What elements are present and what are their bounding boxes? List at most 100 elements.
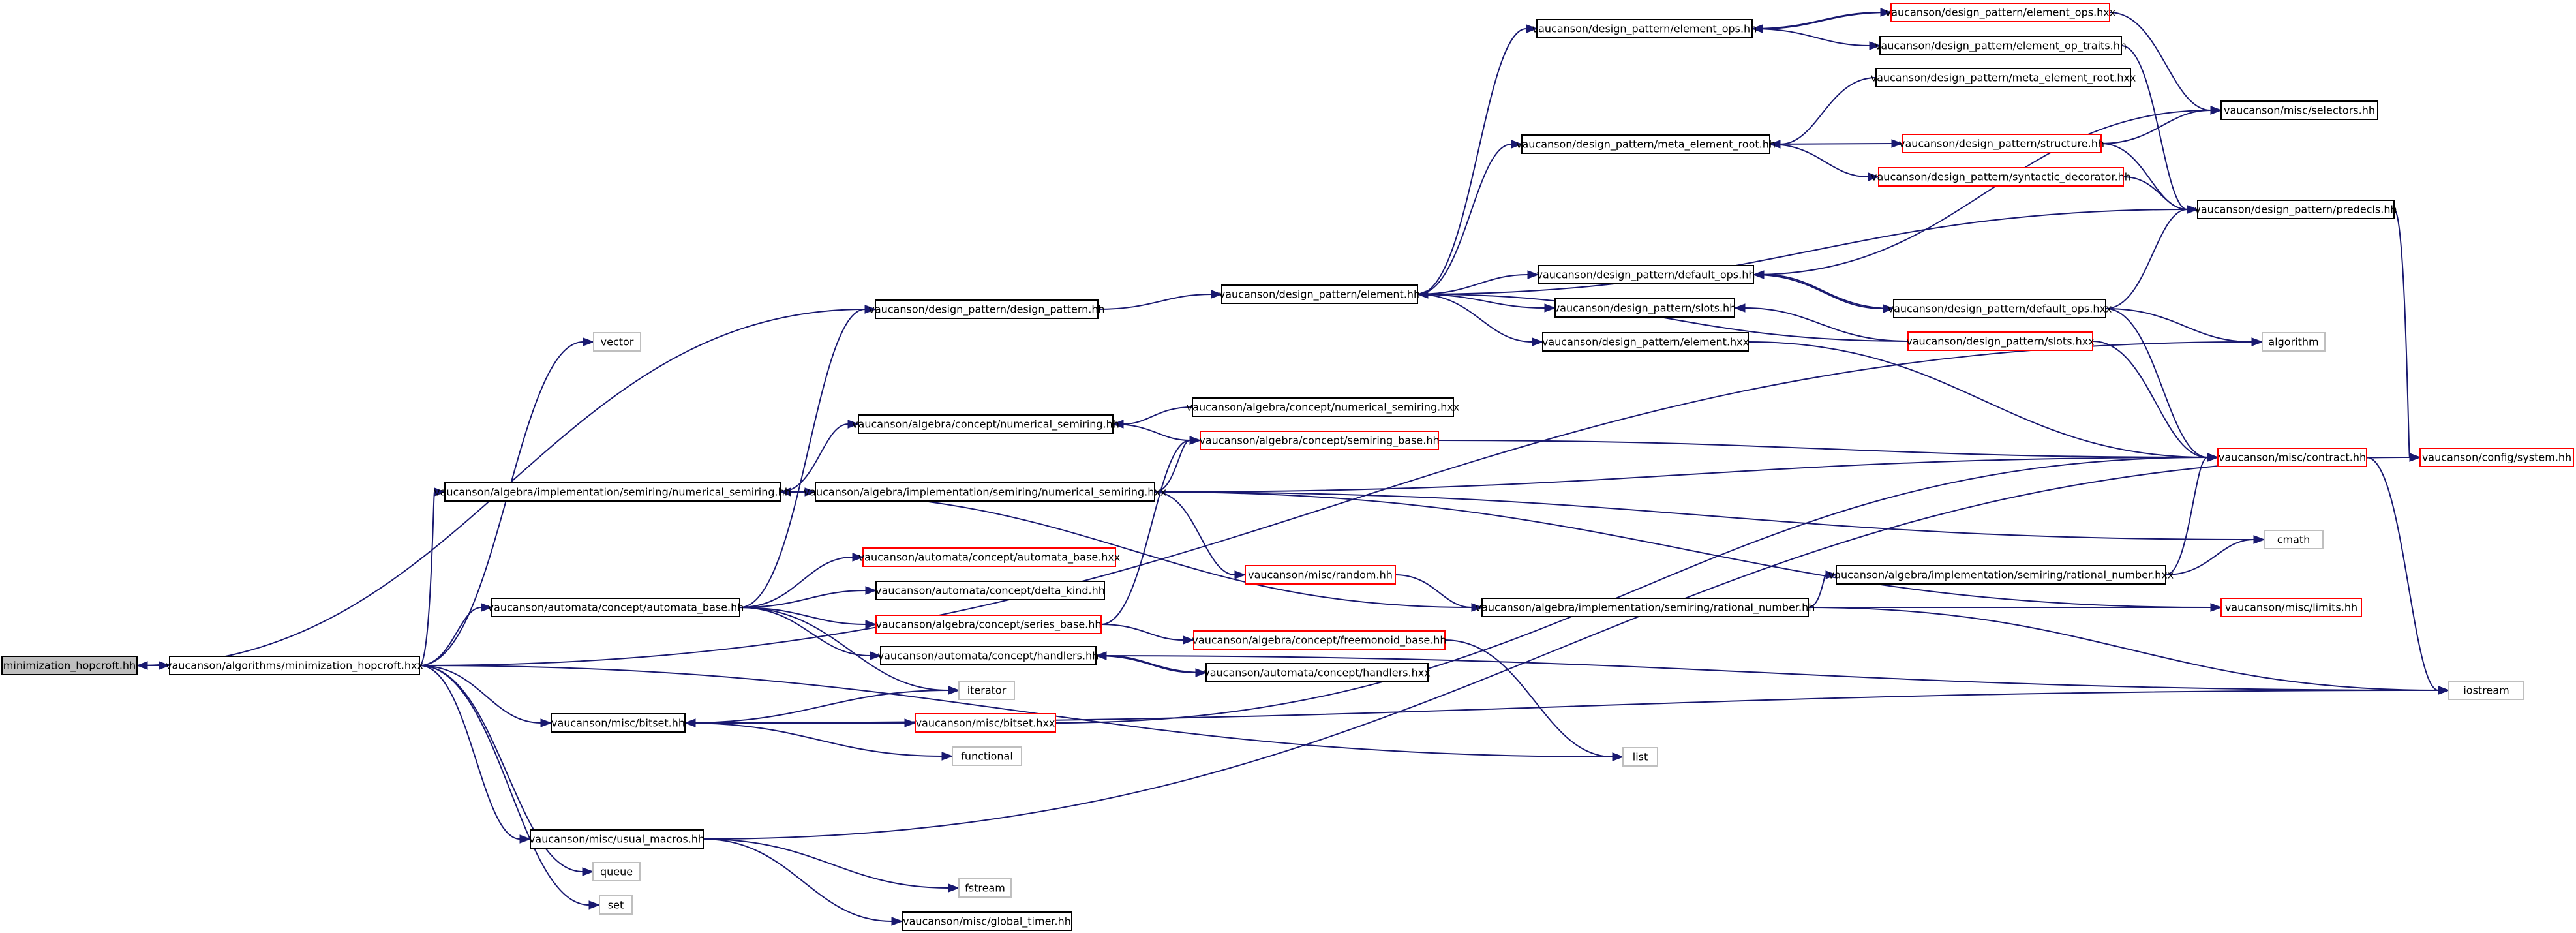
graph-node-dp-el[interactable]: vaucanson/design_pattern/element.hh — [1219, 284, 1420, 304]
graph-node-dp-dops-hxx[interactable]: vaucanson/design_pattern/default_ops.hxx — [1888, 299, 2112, 318]
graph-edge-arrowhead — [519, 834, 532, 844]
graph-node-alg-serb[interactable]: vaucanson/algebra/concept/series_base.hh — [875, 615, 1102, 634]
graph-node-misc-gt[interactable]: vaucanson/misc/global_timer.hh — [902, 911, 1072, 931]
graph-node-misc-contract[interactable]: vaucanson/misc/contract.hh — [2217, 448, 2367, 467]
graph-edge — [419, 487, 446, 666]
graph-node-misc-um[interactable]: vaucanson/misc/usual_macros.hh — [529, 829, 705, 849]
graph-edge-line — [1808, 574, 1826, 608]
graph-node-dp-mer[interactable]: vaucanson/design_pattern/meta_element_ro… — [1516, 134, 1776, 154]
graph-node-label: vaucanson/algebra/implementation/semirin… — [1828, 569, 2174, 582]
graph-node-label: vaucanson/automata/concept/delta_kind.hh — [875, 585, 1105, 598]
graph-node-box — [958, 878, 1012, 898]
graph-edge-arrowhead — [540, 718, 553, 727]
graph-edge-line — [2109, 12, 2211, 111]
graph-node-alg-ns-hxx[interactable]: vaucanson/algebra/concept/numerical_semi… — [1187, 397, 1460, 417]
graph-node-auto-h-hxx[interactable]: vaucanson/automata/concept/handlers.hxx — [1204, 663, 1431, 682]
graph-node-root[interactable]: minimization_hopcroft.hh — [1, 656, 138, 675]
graph-node-dp-eop-traits[interactable]: vaucanson/design_pattern/element_op_trai… — [1875, 36, 2127, 55]
graph-edge — [1055, 453, 2219, 724]
graph-node-misc-random[interactable]: vaucanson/misc/random.hh — [1245, 565, 1396, 585]
graph-node-auto-ab[interactable]: vaucanson/automata/concept/automata_base… — [488, 598, 744, 617]
graph-edge-line — [703, 457, 2410, 840]
graph-node-dp-predecls[interactable]: vaucanson/design_pattern/predecls.hh — [2194, 200, 2397, 219]
graph-edge-line — [739, 607, 949, 691]
graph-node-misc-bitset-hxx[interactable]: vaucanson/misc/bitset.hxx — [915, 713, 1056, 733]
graph-edge-line — [2366, 457, 2439, 691]
graph-node-auto-dk[interactable]: vaucanson/automata/concept/delta_kind.hh — [875, 581, 1105, 600]
graph-edge — [2165, 453, 2219, 575]
graph-edge-line — [1808, 607, 2439, 691]
graph-node-auto-ab-hxx[interactable]: vaucanson/automata/concept/automata_base… — [858, 547, 1121, 567]
graph-node-dp-dops[interactable]: vaucanson/design_pattern/default_ops.hh — [1536, 265, 1755, 284]
graph-node-impl-rn[interactable]: vaucanson/algebra/implementation/semirin… — [1476, 598, 1815, 617]
graph-node-label: vaucanson/design_pattern/meta_element_ro… — [1516, 138, 1776, 151]
graph-node-queue: queue — [592, 862, 641, 881]
graph-node-label: vaucanson/automata/concept/automata_base… — [488, 602, 744, 615]
graph-node-set: set — [599, 895, 633, 915]
graph-node-misc-bitset[interactable]: vaucanson/misc/bitset.hh — [551, 713, 686, 733]
graph-node-label: vaucanson/algorithms/minimization_hopcro… — [166, 660, 423, 673]
graph-edge — [1808, 570, 1838, 608]
graph-node-misc-sel[interactable]: vaucanson/misc/selectors.hh — [2220, 100, 2378, 120]
graph-edge-line — [1748, 341, 2208, 458]
graph-node-label: vaucanson/misc/usual_macros.hh — [529, 833, 705, 846]
graph-node-algo-hxx[interactable]: vaucanson/algorithms/minimization_hopcro… — [166, 656, 423, 675]
graph-node-dp-eops-hxx[interactable]: vaucanson/design_pattern/element_ops.hxx — [1885, 3, 2116, 22]
graph-node-label: vaucanson/algebra/implementation/semirin… — [434, 486, 791, 499]
graph-edge-line — [419, 491, 435, 666]
graph-node-alg-sb[interactable]: vaucanson/algebra/concept/semiring_base.… — [1199, 431, 1440, 450]
graph-edge-line — [1112, 423, 1190, 441]
graph-edge-line — [419, 665, 521, 840]
graph-node-label: vaucanson/misc/random.hh — [1248, 569, 1393, 581]
graph-edge — [739, 553, 864, 608]
graph-node-dp-synt[interactable]: vaucanson/design_pattern/syntactic_decor… — [1871, 167, 2131, 187]
graph-node-box — [2419, 448, 2574, 467]
graph-edge — [2105, 308, 2264, 346]
graph-node-config-sys[interactable]: vaucanson/config/system.hh — [2419, 448, 2574, 467]
graph-node-impl-ns[interactable]: vaucanson/algebra/implementation/semirin… — [434, 482, 791, 502]
graph-node-box — [2264, 530, 2324, 549]
graph-node-auto-h[interactable]: vaucanson/automata/concept/handlers.hh — [878, 646, 1099, 665]
graph-edge-line — [2393, 209, 2410, 458]
graph-node-dp-struct[interactable]: vaucanson/design_pattern/structure.hh — [1899, 134, 2104, 153]
graph-edge-arrowhead — [870, 651, 882, 660]
graph-node-box — [880, 646, 1097, 665]
graph-node-label: vaucanson/misc/bitset.hh — [551, 717, 685, 729]
graph-node-alg-ns[interactable]: vaucanson/algebra/concept/numerical_semi… — [852, 414, 1119, 434]
graph-edge-line — [1417, 144, 1512, 295]
graph-node-impl-rn-hxx[interactable]: vaucanson/algebra/implementation/semirin… — [1828, 565, 2174, 585]
graph-node-impl-ns-hxx[interactable]: vaucanson/algebra/implementation/semirin… — [804, 482, 1167, 502]
graph-node-algorithm: algorithm — [2262, 332, 2326, 352]
graph-edge-line — [1395, 574, 1472, 608]
graph-edge-line — [2165, 457, 2208, 575]
graph-edge-arrowhead — [2210, 106, 2222, 115]
graph-node-label: vaucanson/algebra/concept/numerical_semi… — [852, 418, 1119, 431]
graph-node-box — [1622, 747, 1658, 767]
graph-node-box — [958, 681, 1015, 700]
graph-edge — [684, 722, 954, 761]
graph-node-dp-slots-hxx[interactable]: vaucanson/design_pattern/slots.hxx — [1906, 331, 2095, 351]
graph-edge-arrowhead — [864, 305, 877, 314]
graph-node-misc-limits[interactable]: vaucanson/misc/limits.hh — [2220, 598, 2362, 617]
graph-node-label: vaucanson/design_pattern/slots.hxx — [1906, 335, 2094, 348]
graph-edge-arrowhead — [1825, 570, 1838, 579]
graph-edge-line — [1417, 28, 1527, 295]
graph-node-dp-el-hxx[interactable]: vaucanson/design_pattern/element.hxx — [1542, 332, 1749, 352]
graph-node-label: vaucanson/misc/limits.hh — [2225, 602, 2357, 614]
graph-edge-line — [1417, 209, 2188, 295]
graph-edge — [1417, 24, 1538, 295]
graph-node-dp-dp[interactable]: vaucanson/design_pattern/design_pattern.… — [868, 299, 1105, 319]
graph-node-dp-eops[interactable]: vaucanson/design_pattern/element_ops.hh — [1532, 19, 1757, 38]
graph-node-dp-mer-hxx[interactable]: vaucanson/design_pattern/meta_element_ro… — [1871, 68, 2136, 87]
graph-node-box — [599, 895, 633, 915]
graph-node-box — [2220, 100, 2378, 120]
graph-edge-arrowhead — [2187, 205, 2199, 214]
graph-edge — [1444, 639, 1624, 761]
graph-node-box — [1893, 299, 2106, 318]
graph-edge-arrowhead — [481, 603, 493, 612]
graph-node-dp-slots[interactable]: vaucanson/design_pattern/slots.hh — [1554, 298, 1736, 318]
graph-node-iterator: iterator — [958, 681, 1015, 700]
graph-edge-line — [1154, 457, 2208, 493]
graph-edge-line — [2092, 341, 2208, 458]
graph-node-alg-fmb[interactable]: vaucanson/algebra/concept/freemonoid_bas… — [1192, 630, 1447, 650]
